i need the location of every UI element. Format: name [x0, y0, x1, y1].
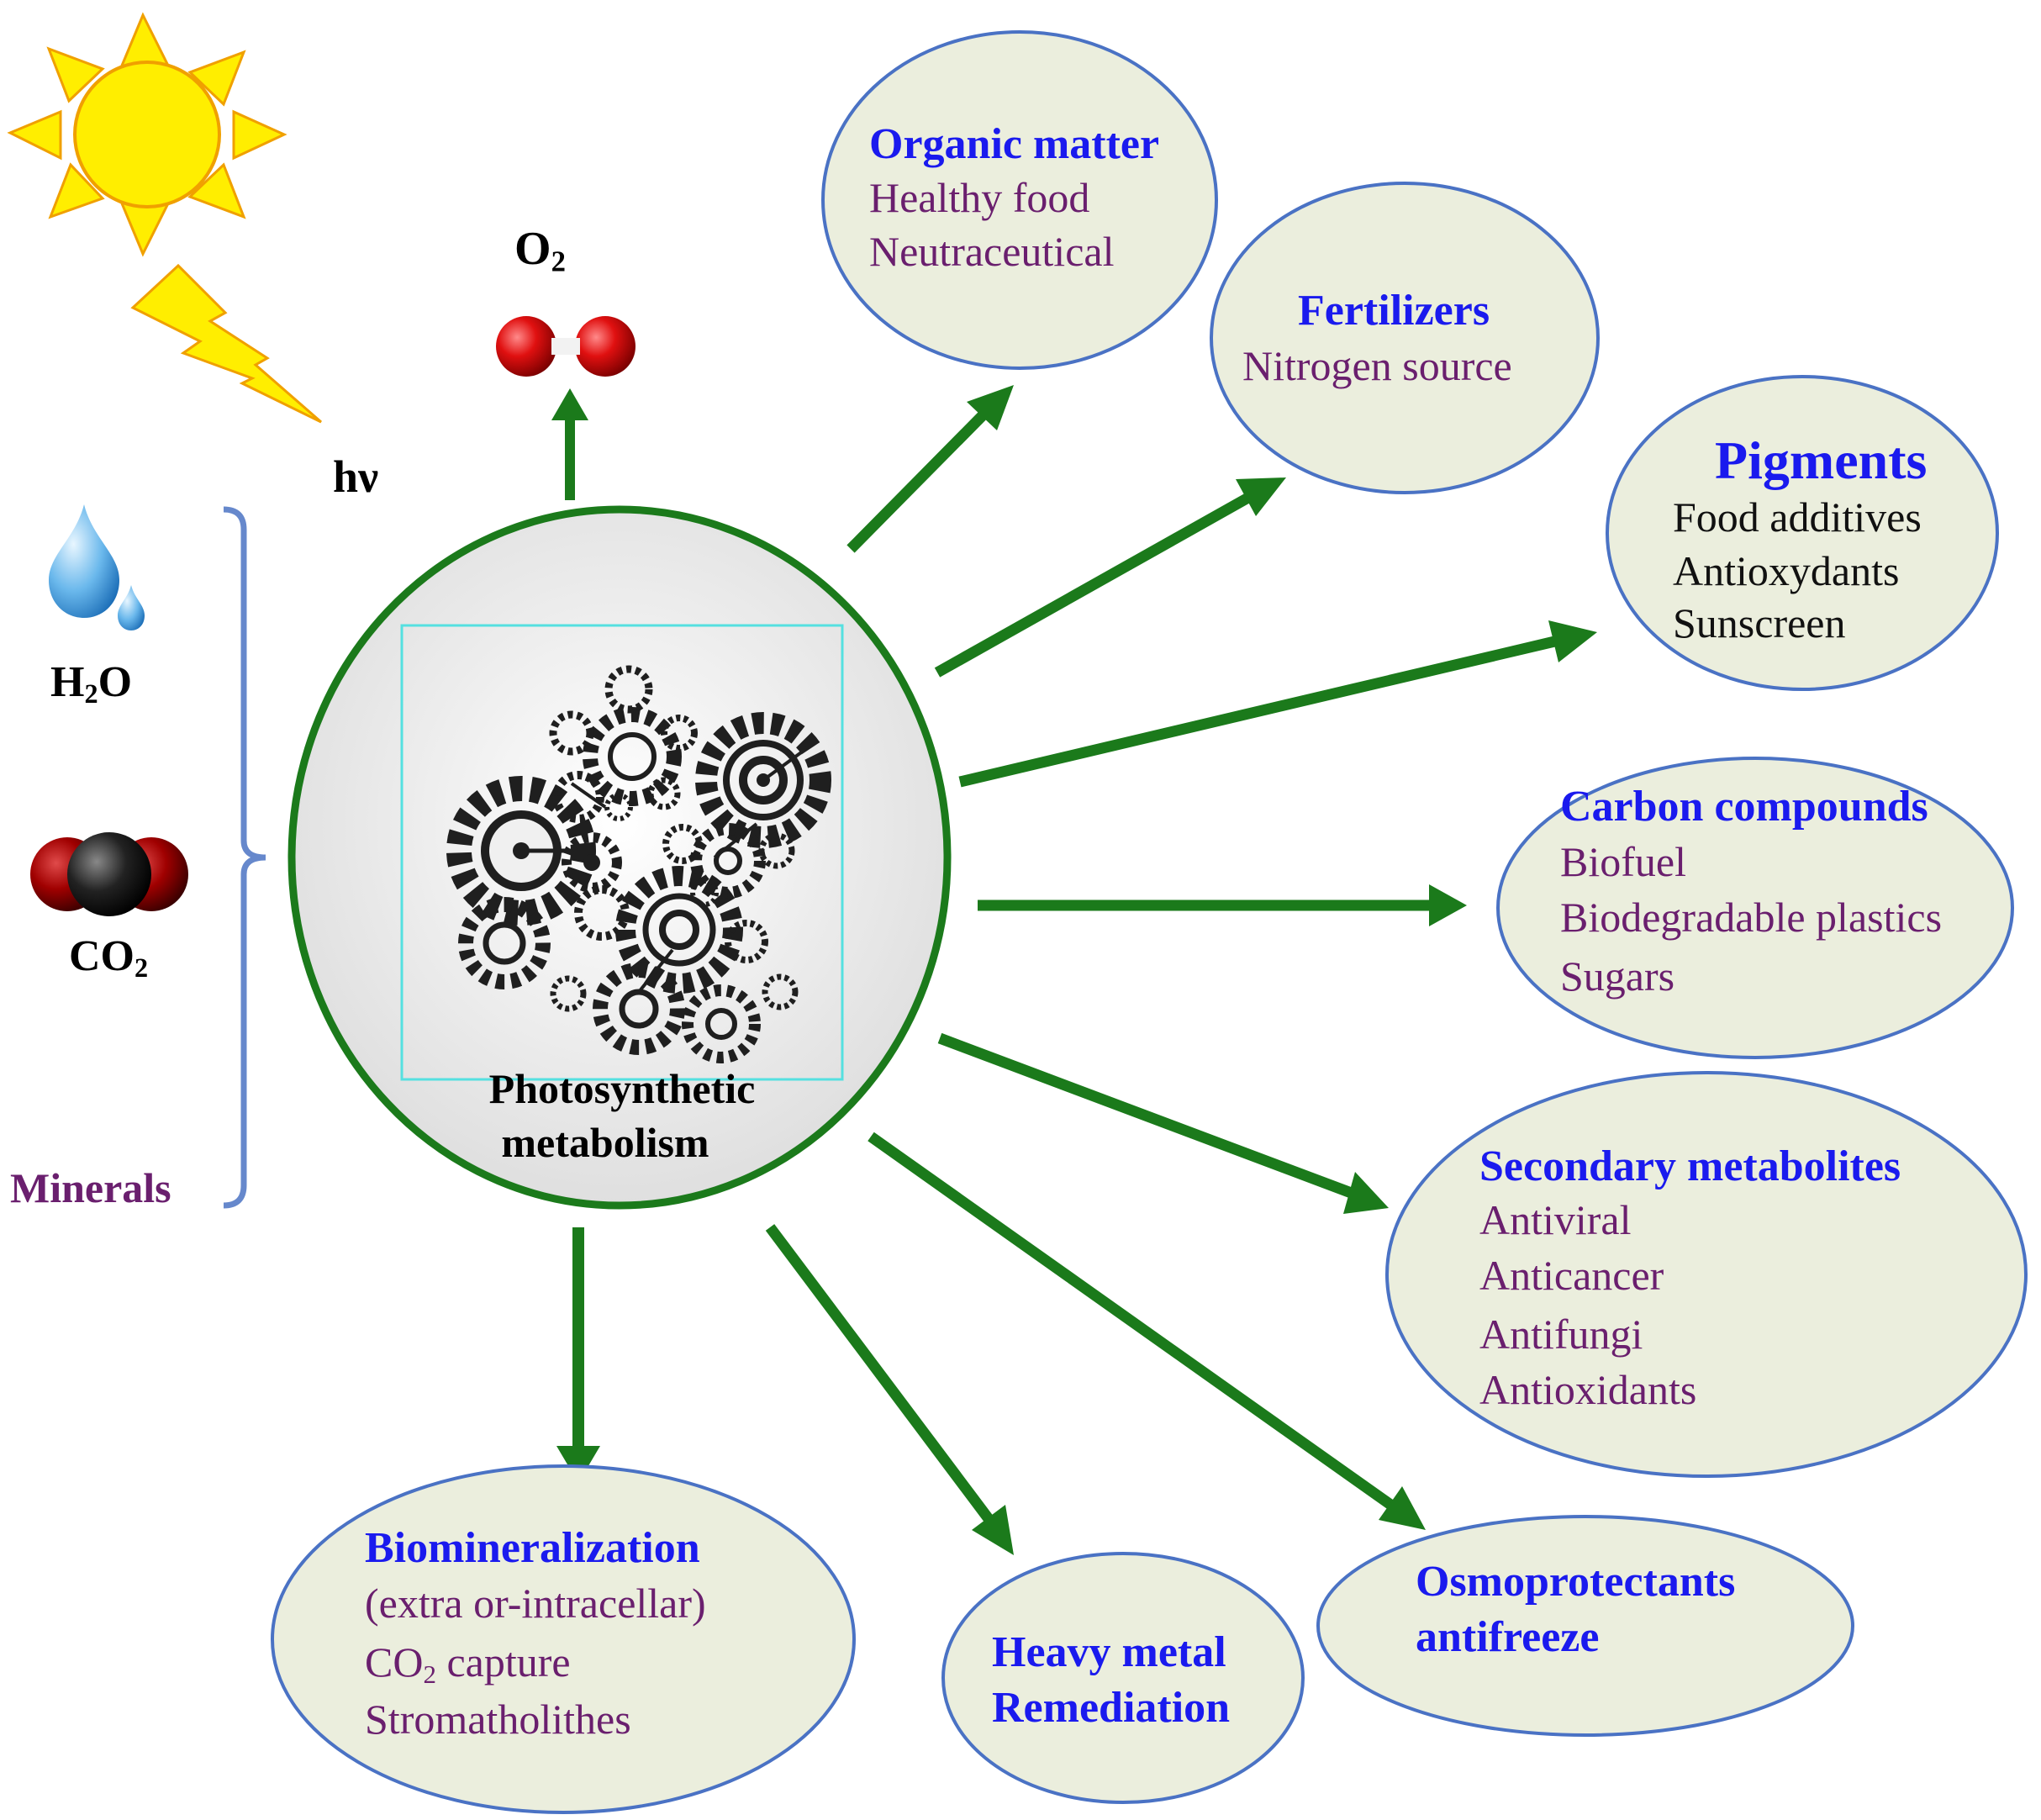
biomin-item-1: (extra or-intracellar): [365, 1580, 706, 1627]
water-sub: 2: [84, 678, 98, 710]
pigments-item-1: Food additives: [1673, 493, 1922, 541]
arrow-to-organic: [846, 402, 996, 553]
bubble-heavy-metal: [941, 1552, 1305, 1804]
biomin-co2-base: CO: [365, 1638, 424, 1685]
pigments-item-3: Sunscreen: [1673, 599, 1846, 646]
organic-title: Organic matter: [869, 120, 1160, 168]
pigments-item-2: Antioxydants: [1673, 547, 1900, 594]
biomin-title: Biomineralization: [365, 1524, 700, 1572]
carbon-item-2: Biodegradable plastics: [1560, 894, 1943, 941]
secondary-item-3: Antifungi: [1479, 1311, 1643, 1358]
water-tail: O: [98, 658, 133, 706]
biomin-item-co2: CO2 capture: [365, 1638, 571, 1687]
oxygen-sub: 2: [551, 245, 566, 278]
secondary-item-2: Anticancer: [1479, 1252, 1664, 1299]
bubble-osmoprotectants: [1316, 1515, 1854, 1737]
bubble-organic-matter: [821, 30, 1218, 370]
oxygen-label: O2: [514, 223, 566, 277]
bubble-biomineralization: [271, 1464, 856, 1814]
biomin-item-2: Stromatholithes: [365, 1696, 631, 1743]
water-label: H2O: [50, 658, 133, 708]
arrow-to-pigments: [958, 634, 1564, 788]
arrows: [551, 385, 1597, 1555]
biomin-co2-sub: 2: [423, 1659, 436, 1689]
lightning-icon: [130, 263, 322, 424]
inputs-bracket: [223, 506, 266, 1209]
water-drop-icon: [49, 504, 145, 630]
bubble-secondary-metabolites: [1385, 1071, 2028, 1478]
fertilizers-title: Fertilizers: [1298, 287, 1490, 335]
bubble-fertilizers: [1210, 182, 1600, 494]
organic-item-2: Neutraceutical: [869, 228, 1115, 275]
carbon-item-3: Sugars: [1560, 952, 1675, 1000]
secondary-item-4: Antioxidants: [1479, 1366, 1697, 1413]
gears-icon: [446, 665, 831, 1063]
water-base: H: [50, 658, 85, 706]
biomin-co2-tail: capture: [435, 1638, 571, 1685]
fertilizers-item-1: Nitrogen source: [1242, 342, 1512, 389]
carbon-title: Carbon compounds: [1560, 783, 1928, 831]
arrow-to-secondary: [937, 1032, 1356, 1200]
organic-item-1: Healthy food: [869, 174, 1090, 221]
co2-sub: 2: [134, 952, 149, 984]
pigments-title: Pigments: [1715, 430, 1928, 490]
heavy-title-line1: Heavy metal: [992, 1628, 1226, 1676]
sun-icon: [7, 12, 287, 257]
center-label-line2: metabolism: [501, 1119, 709, 1166]
oxygen-molecule-icon: [496, 316, 636, 377]
minerals-label: Minerals: [10, 1164, 171, 1211]
carbon-item-1: Biofuel: [1560, 838, 1686, 885]
co2-molecule-icon: [30, 832, 188, 916]
heavy-title-line2: Remediation: [992, 1684, 1231, 1732]
oxygen-base: O: [514, 223, 551, 275]
arrow-to-fertilizers: [934, 489, 1258, 678]
co2-label: CO2: [69, 932, 148, 982]
bubble-pigments: [1606, 375, 1999, 691]
co2-base: CO: [69, 932, 134, 980]
light-label: hν: [333, 451, 379, 502]
center-label-line1: Photosynthetic: [488, 1065, 756, 1112]
bubble-carbon-compounds: [1496, 757, 2014, 1059]
arrow-to-heavy: [765, 1224, 997, 1527]
product-bubbles: [271, 30, 2028, 1814]
arrow-to-osmo: [868, 1132, 1399, 1513]
osmo-title-line1: Osmoprotectants: [1416, 1558, 1736, 1606]
secondary-item-1: Antiviral: [1479, 1196, 1632, 1243]
osmo-title-line2: antifreeze: [1416, 1613, 1600, 1661]
secondary-title: Secondary metabolites: [1479, 1142, 1901, 1190]
